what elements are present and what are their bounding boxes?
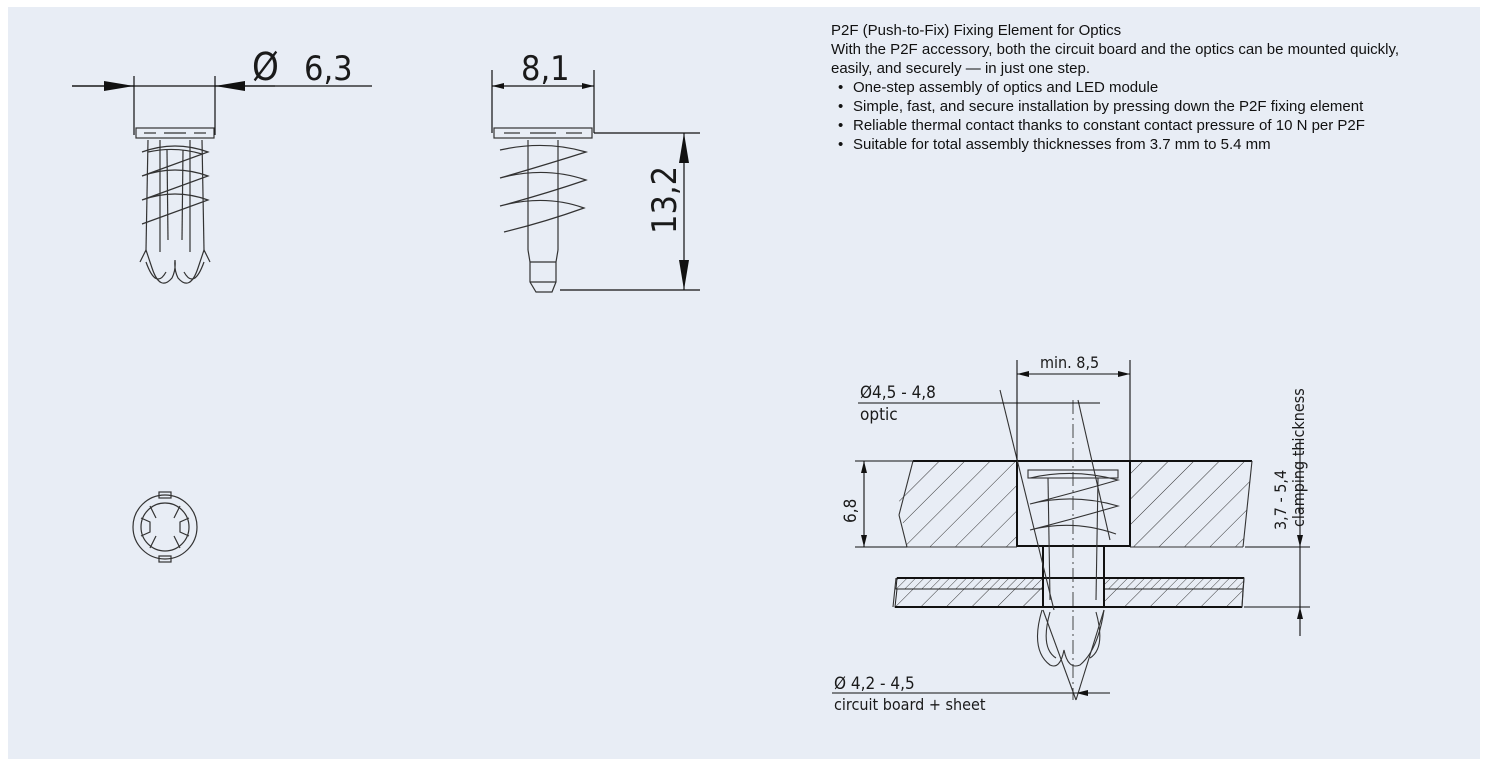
front-view-drawing <box>72 76 372 284</box>
description-title: P2F (Push-to-Fix) Fixing Element for Opt… <box>831 22 1122 39</box>
pocket-depth-value: 6,8 <box>841 499 861 523</box>
bullet-icon: • <box>838 98 844 115</box>
top-view-drawing <box>132 491 198 563</box>
board-label: circuit board + sheet <box>834 695 986 714</box>
description-intro: With the P2F accessory, both the circuit… <box>831 41 1400 77</box>
height-value: 13,2 <box>645 166 685 234</box>
clamping-range-value: 3,7 - 5,4 <box>1271 470 1290 530</box>
width-value: 8,1 <box>521 49 570 89</box>
bullet-icon: • <box>838 79 844 96</box>
min-width-value: min. 8,5 <box>1040 353 1099 372</box>
optic-hole-diameter: Ø4,5 - 4,8 <box>860 383 936 403</box>
side-view-drawing <box>491 70 700 293</box>
optic-label: optic <box>860 405 898 425</box>
diameter-value: 6,3 <box>304 49 353 89</box>
product-description: P2F (Push-to-Fix) Fixing Element for Opt… <box>831 21 1431 154</box>
assembly-section-drawing <box>832 360 1310 701</box>
feature-item: •One-step assembly of optics and LED mod… <box>838 79 1159 96</box>
feature-item: •Simple, fast, and secure installation b… <box>838 98 1364 115</box>
diameter-symbol: Ø <box>252 45 279 89</box>
bullet-icon: • <box>838 117 844 134</box>
board-hole-diameter: Ø 4,2 - 4,5 <box>834 674 915 694</box>
feature-item: •Reliable thermal contact thanks to cons… <box>838 117 1365 134</box>
clamping-label: clamping thickness <box>1289 388 1308 527</box>
feature-item: •Suitable for total assembly thicknesses… <box>838 136 1271 153</box>
content-panel <box>8 7 1480 759</box>
feature-list: •One-step assembly of optics and LED mod… <box>831 78 1431 154</box>
bullet-icon: • <box>838 136 844 153</box>
